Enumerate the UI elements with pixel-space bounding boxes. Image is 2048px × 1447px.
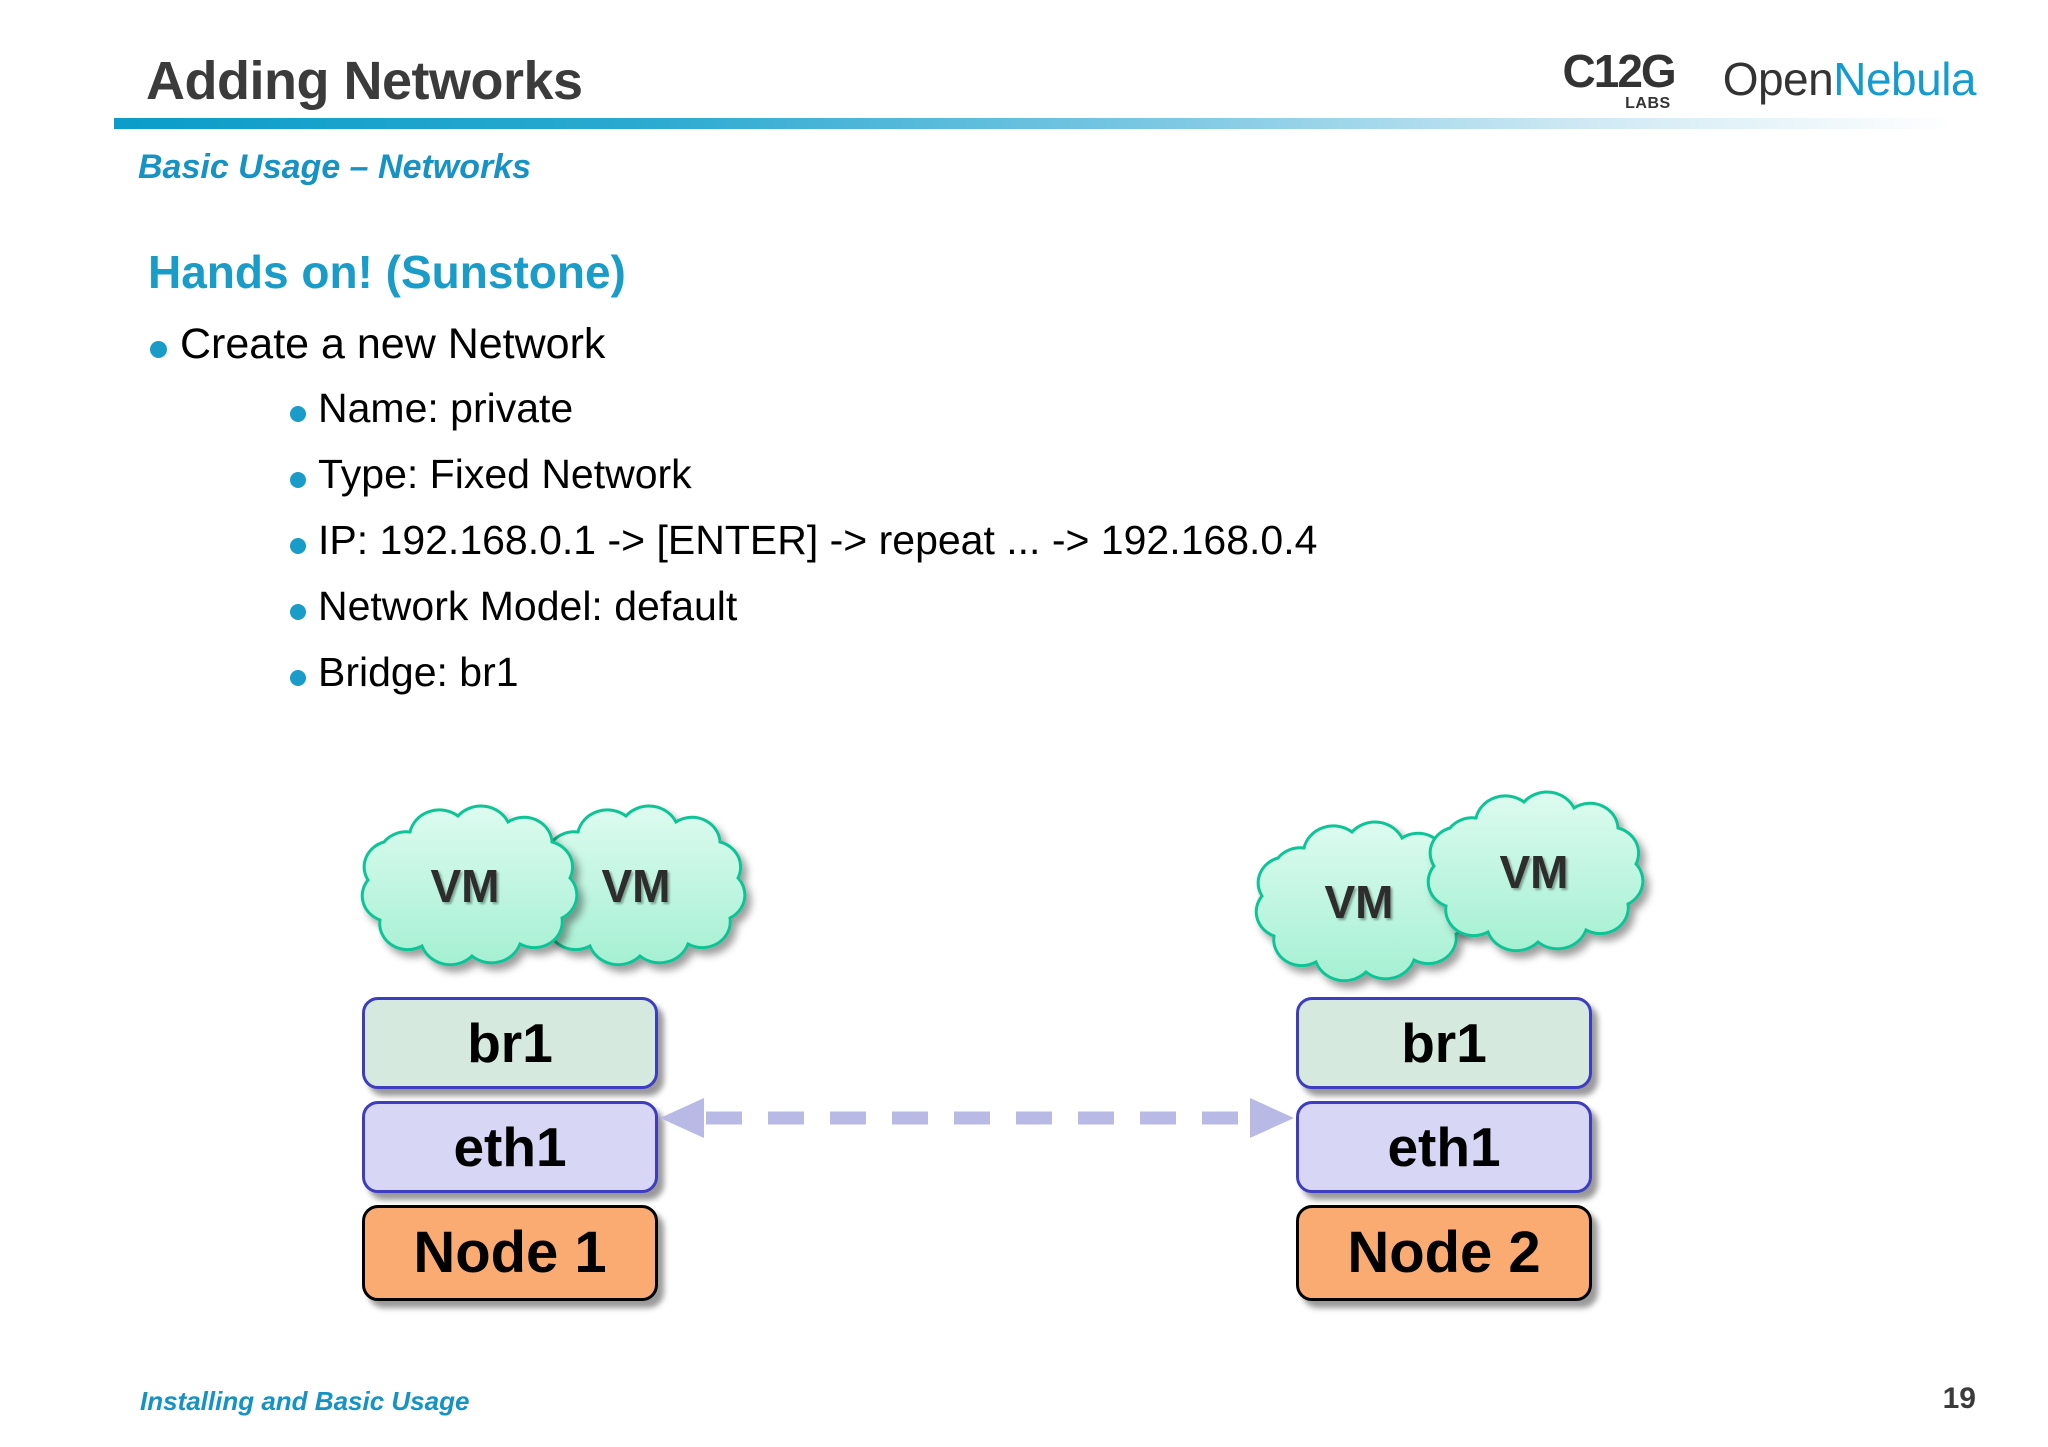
- node-stack-2: VM VM br1 eth1 Node 2: [1254, 780, 1645, 1301]
- node-stack-1: VM VM br1 eth1 Node 1: [360, 780, 747, 1301]
- opennebula-logo-open: Open: [1722, 53, 1834, 105]
- list-item: Bridge: br1: [290, 649, 1650, 696]
- list-item: Network Model: default: [290, 583, 1650, 630]
- bridge-box-2: br1: [1296, 997, 1592, 1089]
- bullet-dot-icon: [290, 604, 306, 620]
- interface-box-2: eth1: [1296, 1101, 1592, 1193]
- list-item-label: IP: 192.168.0.1 -> [ENTER] -> repeat ...…: [318, 517, 1318, 563]
- opennebula-logo: OpenNebula: [1722, 53, 1977, 112]
- bridge-box-1: br1: [362, 997, 658, 1089]
- bullet-dot-icon: [150, 341, 167, 358]
- interface-box-label: eth1: [1387, 1115, 1501, 1178]
- network-link-arrow: [660, 1098, 1294, 1138]
- slide-subtitle: Basic Usage – Networks: [138, 148, 532, 186]
- bridge-box-label: br1: [1401, 1011, 1487, 1074]
- vm-cloud-icon: VM: [340, 794, 590, 979]
- c12g-logo-subtext: LABS: [1625, 95, 1671, 112]
- node-box-label: Node 1: [413, 1220, 607, 1285]
- c12g-labs-logo: C12G LABS: [1562, 45, 1677, 112]
- list-item: Name: private: [290, 385, 1650, 432]
- bullet-list: Create a new Network Name: private Type:…: [150, 320, 1650, 715]
- section-heading: Hands on! (Sunstone): [148, 246, 626, 298]
- footer-label: Installing and Basic Usage: [140, 1386, 470, 1416]
- list-item: Type: Fixed Network: [290, 451, 1650, 498]
- node-box-1: Node 1: [362, 1205, 658, 1301]
- list-item-label: Bridge: br1: [318, 649, 519, 695]
- list-item-label: Name: private: [318, 385, 574, 431]
- vm-cloud-group-2: VM VM: [1234, 780, 1654, 985]
- list-item: IP: 192.168.0.1 -> [ENTER] -> repeat ...…: [290, 517, 1650, 564]
- c12g-logo-text: C12G: [1562, 45, 1677, 97]
- list-item-label: Network Model: default: [318, 583, 738, 629]
- bullet-dot-icon: [290, 472, 306, 488]
- logo-group: C12G LABS OpenNebula: [1562, 45, 1977, 112]
- node-box-2: Node 2: [1296, 1205, 1592, 1301]
- node-box-label: Node 2: [1347, 1220, 1541, 1285]
- list-item: Create a new Network: [150, 320, 1650, 369]
- vm-cloud-icon: VM: [1406, 780, 1656, 965]
- page-number: 19: [1942, 1382, 1976, 1415]
- opennebula-logo-nebula: Nebula: [1833, 53, 1976, 105]
- bullet-dot-icon: [290, 670, 306, 686]
- list-item-label: Create a new Network: [180, 320, 606, 368]
- bridge-box-label: br1: [467, 1011, 553, 1074]
- list-item-label: Type: Fixed Network: [318, 451, 692, 497]
- vm-cloud-group-1: VM VM: [340, 780, 760, 985]
- network-diagram: VM VM br1 eth1 Node 1 VM: [0, 780, 2048, 1370]
- bullet-dot-icon: [290, 538, 306, 554]
- page-title: Adding Networks: [146, 51, 583, 111]
- header-divider: [114, 118, 1954, 129]
- interface-box-1: eth1: [362, 1101, 658, 1193]
- interface-box-label: eth1: [453, 1115, 567, 1178]
- bullet-dot-icon: [290, 406, 306, 422]
